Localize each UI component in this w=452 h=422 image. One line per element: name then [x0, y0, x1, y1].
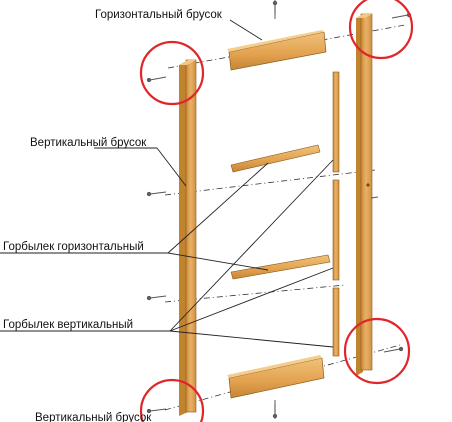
- label-vertical-bar-bottom: Вертикальный брусок: [35, 412, 152, 422]
- vertical-slab-bottom: [332, 287, 340, 357]
- horizontal-slab-lower: [230, 254, 331, 280]
- screw-top-left-icon: [146, 76, 167, 83]
- leader-lines: [0, 19, 334, 348]
- left-vertical-bar: [179, 59, 197, 416]
- top-horizontal-bar: [227, 30, 327, 71]
- screw-top-right-icon: [391, 12, 412, 19]
- vertical-slab-middle: [332, 179, 340, 281]
- screw-top-center-icon: [272, 0, 278, 14]
- label-vertical-bar-top: Вертикальный брусок: [30, 137, 147, 149]
- screw-left-2-icon: [146, 191, 167, 197]
- right-vertical-bar: [356, 13, 373, 376]
- highlight-circle-bottom-right: [343, 317, 411, 385]
- highlight-circle-top-right: [348, 0, 414, 60]
- highlight-circles: [139, 0, 414, 422]
- screw-bottom-center-icon: [272, 404, 278, 419]
- vertical-slab-top: [332, 71, 340, 173]
- screw-bottom-right-icon: [383, 346, 404, 353]
- labels: Горизонтальный брусок Вертикальный брусо…: [3, 9, 223, 422]
- screw-bottom-left-icon: [146, 408, 167, 414]
- screw-right-mid-icon: [370, 196, 379, 199]
- label-horizontal-bar: Горизонтальный брусок: [95, 9, 223, 21]
- screw-left-3-icon: [146, 295, 167, 301]
- label-slab-vertical: Горбылек вертикальный: [3, 319, 133, 331]
- highlight-circle-top-left: [139, 40, 205, 106]
- label-slab-horizontal: Горбылек горизонтальный: [3, 241, 144, 253]
- horizontal-slab-upper: [230, 144, 321, 173]
- highlight-circle-bottom-left: [139, 378, 205, 422]
- bottom-horizontal-bar: [227, 355, 325, 399]
